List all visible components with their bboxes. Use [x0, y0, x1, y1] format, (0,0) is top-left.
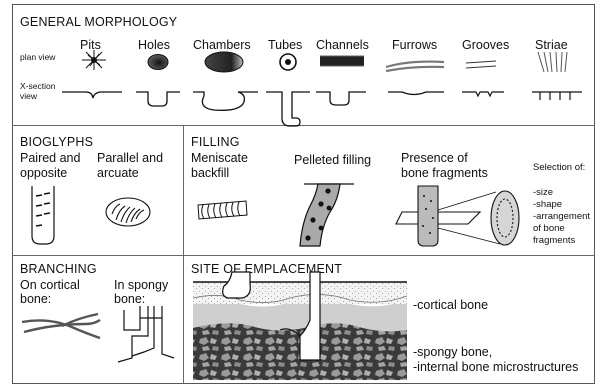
- emplacement-cross-section: [193, 272, 407, 380]
